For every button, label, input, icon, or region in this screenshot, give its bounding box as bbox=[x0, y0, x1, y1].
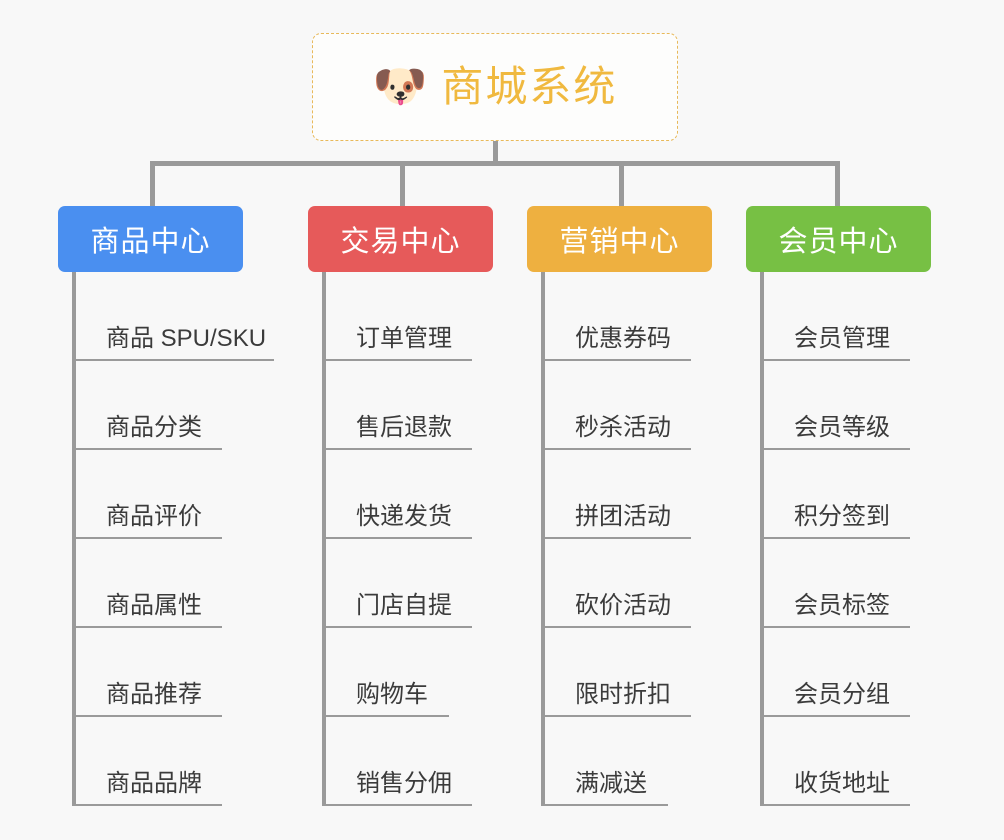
category-box-label: 交易中心 bbox=[340, 226, 461, 258]
leaf-item[interactable]: 满减送 bbox=[541, 717, 668, 806]
leaf-item[interactable]: 积分签到 bbox=[760, 450, 910, 539]
leaf-item-label: 商品 SPU/SKU bbox=[72, 325, 274, 361]
leaf-item-label: 优惠券码 bbox=[541, 325, 691, 361]
category-box-label: 会员中心 bbox=[778, 226, 899, 258]
dog-face-icon: 🐶 bbox=[372, 62, 428, 111]
leaf-item[interactable]: 商品属性 bbox=[72, 539, 222, 628]
leaf-item[interactable]: 快递发货 bbox=[322, 450, 472, 539]
leaf-item[interactable]: 拼团活动 bbox=[541, 450, 691, 539]
leaf-item-label: 会员分组 bbox=[760, 681, 910, 717]
leaf-item-label: 秒杀活动 bbox=[541, 414, 691, 450]
leaf-item-label: 会员管理 bbox=[760, 325, 910, 361]
root-node-title: 商城系统 bbox=[441, 63, 618, 110]
root-node-shop-system[interactable]: 🐶 商城系统 bbox=[312, 33, 678, 141]
leaf-item-label: 会员等级 bbox=[760, 414, 910, 450]
leaf-item-label: 商品推荐 bbox=[72, 681, 222, 717]
connector-drop-trade-center bbox=[400, 161, 405, 208]
leaf-item-label: 订单管理 bbox=[322, 325, 472, 361]
leaf-item-label: 满减送 bbox=[541, 770, 668, 806]
leaf-spine-product-center bbox=[72, 272, 76, 806]
leaf-item[interactable]: 限时折扣 bbox=[541, 628, 691, 717]
category-box-product-center[interactable]: 商品中心 bbox=[58, 206, 243, 272]
leaf-item[interactable]: 会员等级 bbox=[760, 361, 910, 450]
leaf-item[interactable]: 会员分组 bbox=[760, 628, 910, 717]
connector-horizontal-bus bbox=[150, 161, 840, 166]
leaf-item[interactable]: 秒杀活动 bbox=[541, 361, 691, 450]
leaf-column-trade-center: 订单管理售后退款快递发货门店自提购物车销售分佣 bbox=[322, 272, 582, 806]
connector-drop-member-center bbox=[835, 161, 840, 208]
category-box-label: 商品中心 bbox=[90, 226, 211, 258]
leaf-item[interactable]: 会员标签 bbox=[760, 539, 910, 628]
leaf-item[interactable]: 优惠券码 bbox=[541, 272, 691, 361]
leaf-item-label: 会员标签 bbox=[760, 592, 910, 628]
leaf-item[interactable]: 会员管理 bbox=[760, 272, 910, 361]
leaf-item-label: 商品分类 bbox=[72, 414, 222, 450]
leaf-item[interactable]: 订单管理 bbox=[322, 272, 472, 361]
category-box-label: 营销中心 bbox=[559, 226, 680, 258]
leaf-item-label: 快递发货 bbox=[322, 503, 472, 539]
leaf-item-label: 商品属性 bbox=[72, 592, 222, 628]
leaf-item[interactable]: 商品推荐 bbox=[72, 628, 222, 717]
leaf-column-member-center: 会员管理会员等级积分签到会员标签会员分组收货地址 bbox=[760, 272, 1004, 806]
leaf-item[interactable]: 门店自提 bbox=[322, 539, 472, 628]
leaf-item[interactable]: 购物车 bbox=[322, 628, 449, 717]
leaf-item-label: 拼团活动 bbox=[541, 503, 691, 539]
leaf-item[interactable]: 商品评价 bbox=[72, 450, 222, 539]
leaf-item[interactable]: 商品分类 bbox=[72, 361, 222, 450]
leaf-item-label: 积分签到 bbox=[760, 503, 910, 539]
connector-root-stem bbox=[493, 141, 498, 163]
leaf-item-label: 商品品牌 bbox=[72, 770, 222, 806]
leaf-item[interactable]: 商品 SPU/SKU bbox=[72, 272, 274, 361]
leaf-item-label: 收货地址 bbox=[760, 770, 910, 806]
leaf-item-label: 门店自提 bbox=[322, 592, 472, 628]
leaf-item[interactable]: 砍价活动 bbox=[541, 539, 691, 628]
leaf-item[interactable]: 商品品牌 bbox=[72, 717, 222, 806]
category-box-member-center[interactable]: 会员中心 bbox=[746, 206, 931, 272]
leaf-item-label: 销售分佣 bbox=[322, 770, 472, 806]
leaf-item[interactable]: 销售分佣 bbox=[322, 717, 472, 806]
leaf-spine-trade-center bbox=[322, 272, 326, 806]
leaf-column-marketing-center: 优惠券码秒杀活动拼团活动砍价活动限时折扣满减送 bbox=[541, 272, 801, 806]
leaf-item-label: 限时折扣 bbox=[541, 681, 691, 717]
category-box-trade-center[interactable]: 交易中心 bbox=[308, 206, 493, 272]
leaf-spine-marketing-center bbox=[541, 272, 545, 806]
leaf-spine-member-center bbox=[760, 272, 764, 806]
leaf-item[interactable]: 售后退款 bbox=[322, 361, 472, 450]
leaf-column-product-center: 商品 SPU/SKU 商品分类商品评价商品属性商品推荐商品品牌 bbox=[72, 272, 332, 806]
leaf-item-label: 售后退款 bbox=[322, 414, 472, 450]
connector-drop-product-center bbox=[150, 161, 155, 208]
connector-drop-marketing-center bbox=[619, 161, 624, 208]
leaf-item[interactable]: 收货地址 bbox=[760, 717, 910, 806]
category-box-marketing-center[interactable]: 营销中心 bbox=[527, 206, 712, 272]
leaf-item-label: 商品评价 bbox=[72, 503, 222, 539]
leaf-item-label: 砍价活动 bbox=[541, 592, 691, 628]
leaf-item-label: 购物车 bbox=[322, 681, 449, 717]
